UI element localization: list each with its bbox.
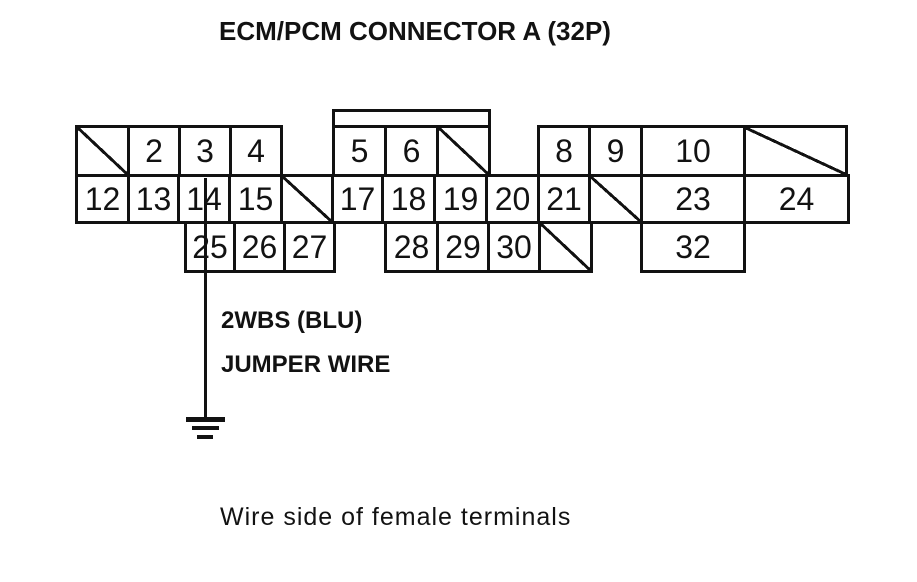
pin-cell-blocked: [743, 125, 848, 177]
pin-cell-32: 32: [640, 221, 746, 273]
jumper-wire-label: JUMPER WIRE: [221, 351, 391, 378]
diagram-caption: Wire side of female terminals: [220, 503, 572, 531]
ground-bar: [197, 435, 213, 439]
pin-cell-13: 13: [127, 174, 180, 224]
pin-cell-10: 10: [640, 125, 746, 177]
pin-cell-4: 4: [229, 125, 283, 177]
jumper-wire-line: [204, 178, 207, 418]
pin-cell-21: 21: [537, 174, 591, 224]
pin-cell-15: 15: [228, 174, 283, 224]
pin-cell-26: 26: [233, 221, 286, 273]
pin-cell-17: 17: [331, 174, 384, 224]
pin-cell-blocked: [436, 125, 491, 177]
pin-cell-3: 3: [178, 125, 232, 177]
connector-title: ECM/PCM CONNECTOR A (32P): [219, 16, 611, 46]
pin-cell-29: 29: [436, 221, 490, 273]
pin-cell-9: 9: [588, 125, 643, 177]
pin-cell-8: 8: [537, 125, 591, 177]
pin-cell-5: 5: [332, 125, 387, 177]
pin-cell-27: 27: [283, 221, 336, 273]
pin-cell-19: 19: [433, 174, 488, 224]
ground-bar: [186, 417, 225, 422]
pin-cell-20: 20: [485, 174, 540, 224]
pin-cell-blocked: [75, 125, 130, 177]
ground-bar: [192, 426, 219, 430]
pin-cell-18: 18: [381, 174, 436, 224]
pin-cell-12: 12: [75, 174, 130, 224]
wire-color-label: 2WBS (BLU): [221, 307, 363, 334]
pin-cell-28: 28: [384, 221, 439, 273]
pin-cell-2: 2: [127, 125, 181, 177]
pin-cell-23: 23: [640, 174, 746, 224]
pin-cell-30: 30: [487, 221, 541, 273]
pin-cell-24: 24: [743, 174, 850, 224]
pin-cell-6: 6: [384, 125, 439, 177]
pin-cell-blocked: [538, 221, 593, 273]
pin-cell-blocked: [588, 174, 643, 224]
pin-cell-25: 25: [184, 221, 236, 273]
pin-cell-blocked: [280, 174, 334, 224]
